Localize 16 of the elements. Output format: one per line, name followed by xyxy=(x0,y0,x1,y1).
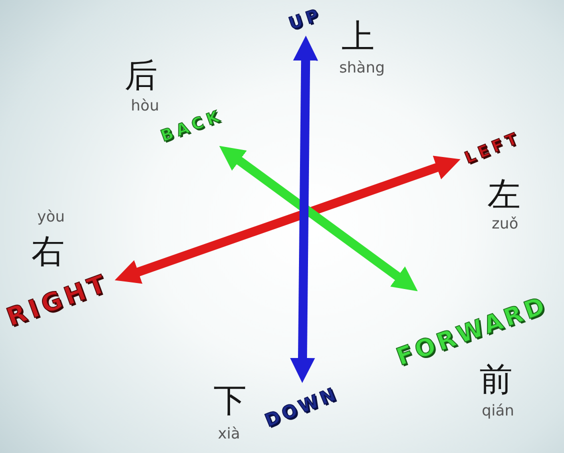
double-arrow xyxy=(290,36,318,383)
chinese-character: 前 xyxy=(480,362,512,396)
double-arrow xyxy=(219,146,418,292)
axis-label: UP xyxy=(287,6,325,34)
double-arrow xyxy=(114,156,460,284)
chinese-character: 左 xyxy=(488,178,520,210)
pinyin-label: xià xyxy=(218,426,240,442)
pinyin-label: yòu xyxy=(37,210,65,224)
chinese-character: 后 xyxy=(124,58,158,92)
chinese-character: 右 xyxy=(32,234,64,268)
pinyin-label: qián xyxy=(482,404,514,418)
pinyin-label: zuǒ xyxy=(492,216,518,232)
pinyin-label: hòu xyxy=(130,98,160,114)
pinyin-label: shàng xyxy=(339,60,385,76)
chinese-character: 上 xyxy=(342,20,374,52)
chinese-character: 下 xyxy=(214,384,246,416)
